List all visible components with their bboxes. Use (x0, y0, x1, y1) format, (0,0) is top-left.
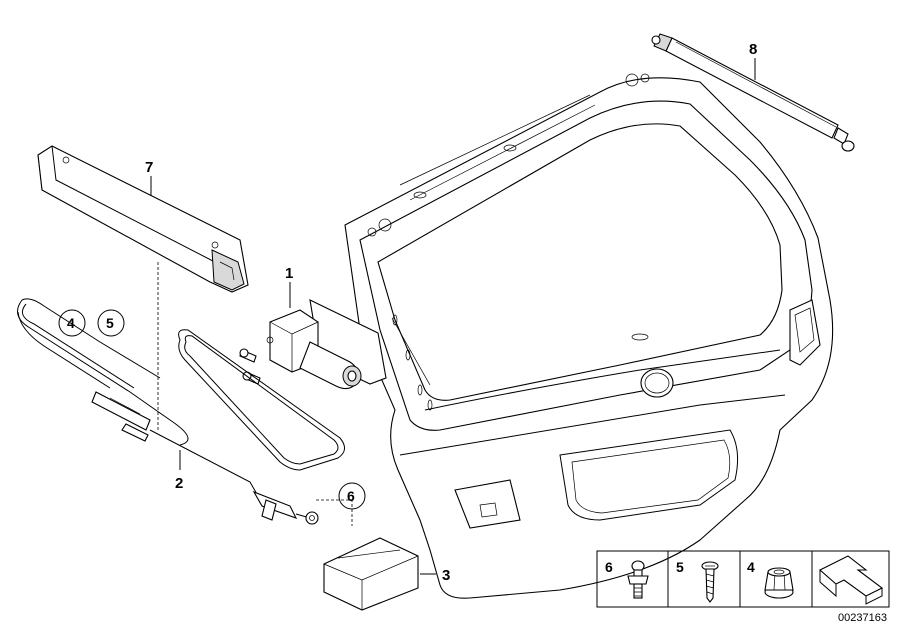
callout-circle-4 (58, 309, 86, 337)
callout-5: 5 (106, 315, 114, 331)
drive-cover (37, 145, 249, 293)
tailgate-motor (239, 299, 387, 390)
legend-label-5: 5 (676, 559, 684, 575)
reference-number: 00237163 (838, 612, 887, 624)
leader-lines (150, 58, 756, 575)
screw-icon (701, 561, 719, 603)
cable-loops (17, 298, 345, 525)
tailgate-assembly (344, 73, 834, 599)
hex-nut-icon (764, 567, 794, 599)
callout-7: 7 (145, 159, 153, 176)
callout-labels: 7 1 2 8 3 4 5 6 (58, 41, 757, 584)
legend-label-6: 6 (605, 559, 613, 575)
callout-4: 4 (67, 315, 75, 331)
fastener-legend: 6 5 4 0023 (596, 550, 890, 624)
callout-8: 8 (749, 41, 757, 58)
module-box (323, 537, 419, 611)
callout-circle-6 (338, 482, 366, 510)
callout-3: 3 (442, 567, 450, 584)
callout-2: 2 (175, 475, 183, 492)
callout-6: 6 (347, 488, 355, 504)
ball-stud-icon (627, 560, 649, 599)
gas-strut (651, 33, 855, 152)
arrow-symbol-icon (819, 555, 884, 605)
legend-label-4: 4 (747, 559, 755, 575)
callout-1: 1 (285, 265, 293, 282)
callout-circle-5 (97, 309, 125, 337)
